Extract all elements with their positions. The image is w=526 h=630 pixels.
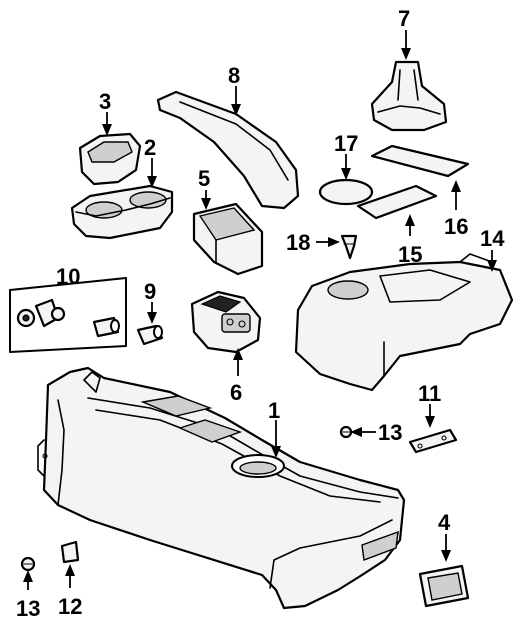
callout-11: 11: [418, 381, 441, 406]
part-15-mat: [356, 184, 438, 220]
callout-16: 16: [444, 214, 468, 239]
part-1-console-body: [37, 366, 406, 610]
part-16-mat: [370, 144, 470, 178]
part-5-storage-box: [192, 202, 264, 276]
bulb-icon: [92, 316, 120, 338]
callout-8: 8: [228, 63, 240, 88]
part-3-tray: [78, 132, 142, 186]
part-11-clip: [408, 428, 458, 454]
part-17-coin-tray: [318, 178, 374, 206]
bulb-socket-icon: [16, 298, 66, 328]
callout-17: 17: [334, 131, 358, 156]
part-14-upper-trim: [294, 253, 514, 392]
callout-6: 6: [230, 380, 242, 405]
part-8-armrest: [156, 90, 300, 210]
callout-10: 10: [56, 264, 80, 289]
leader-lines: [23, 30, 497, 590]
callout-18: 18: [286, 230, 310, 255]
part-13-screw-a: [339, 425, 353, 439]
callout-14: 14: [480, 226, 505, 251]
callout-labels: 1 2 3 4 5 6 7 8 9 10 11 12 13 13 14 15 1…: [16, 6, 505, 621]
part-10-bulb-panel: [9, 277, 127, 353]
callout-7: 7: [398, 6, 410, 31]
part-13-screw-b: [20, 556, 36, 572]
callout-13-b: 13: [16, 596, 40, 621]
part-7-shift-boot: [370, 60, 448, 132]
part-4-bezel: [418, 564, 470, 608]
callout-4: 4: [438, 510, 451, 535]
callout-5: 5: [198, 166, 210, 191]
callout-1: 1: [268, 398, 280, 423]
callout-3: 3: [99, 89, 111, 114]
part-6-switch-module: [190, 290, 262, 354]
part-2-cup-holder: [70, 184, 174, 240]
callout-9: 9: [144, 279, 156, 304]
callout-2: 2: [144, 135, 156, 160]
callout-15: 15: [398, 242, 422, 267]
callout-12: 12: [58, 594, 82, 619]
callout-13-a: 13: [378, 420, 402, 445]
part-9-connector: [136, 324, 164, 346]
part-12-retainer: [60, 540, 80, 564]
part-18-push-pin: [340, 234, 358, 260]
